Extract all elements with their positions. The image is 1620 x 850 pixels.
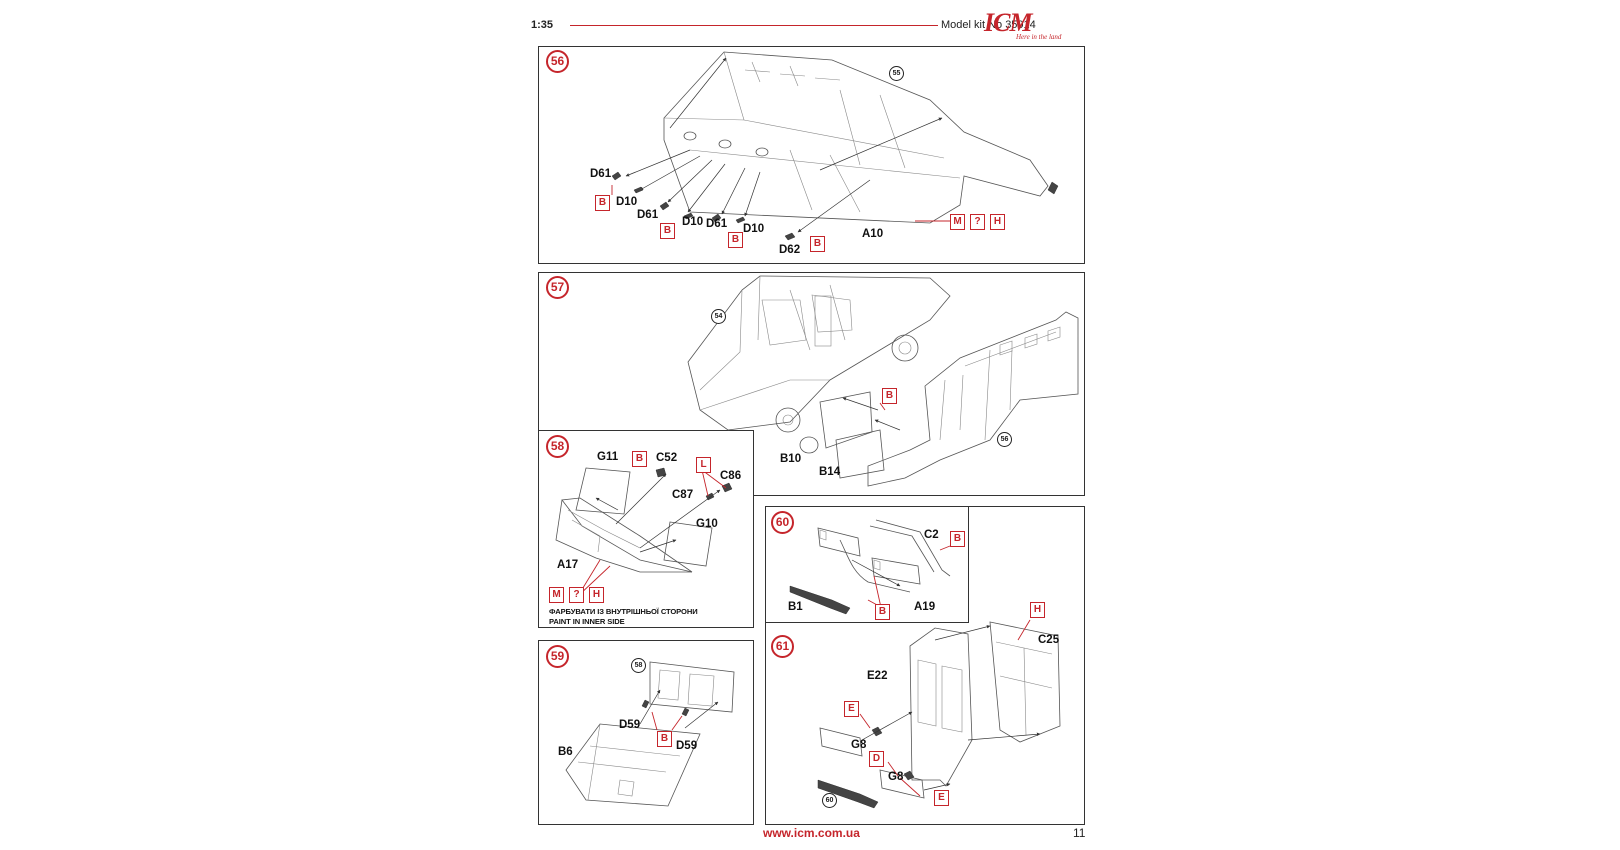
paint-note-english: PAINT IN INNER SIDE	[549, 617, 625, 626]
color-code-h: H	[589, 587, 604, 603]
part-label-c87: C87	[672, 489, 694, 501]
part-label-b6: B6	[558, 746, 573, 758]
part-label-b14: B14	[819, 466, 841, 478]
part-label-c25: C25	[1038, 634, 1060, 646]
hull-interior-assembly	[687, 275, 951, 433]
step-56-small-parts	[611, 171, 796, 241]
color-code-b: B	[950, 531, 965, 547]
part-label-e22: E22	[867, 670, 888, 682]
color-code-m: M	[950, 214, 965, 230]
step-57-arrows	[842, 397, 901, 431]
step-number-56: 56	[546, 50, 569, 73]
step-56-arrows	[611, 57, 950, 233]
step-number-58: 58	[546, 435, 569, 458]
cab-front-assembly	[555, 467, 733, 573]
color-code-b: B	[595, 195, 610, 211]
logo-tagline: Here in the land	[1016, 33, 1062, 41]
color-code-b: B	[882, 388, 897, 404]
icm-logo: ICM Here in the land	[978, 6, 1084, 44]
panel-step-60	[765, 506, 969, 623]
part-label-a17: A17	[557, 559, 579, 571]
part-label-g8: G8	[851, 739, 867, 751]
panels-b10-b14	[799, 391, 885, 479]
ref-circle-56: 56	[997, 432, 1012, 447]
color-code-question: ?	[970, 214, 985, 230]
ref-circle-54: 54	[711, 309, 726, 324]
color-code-h: H	[1030, 602, 1045, 618]
color-code-b: B	[657, 731, 672, 747]
step-58-arrows	[577, 469, 727, 597]
step-number-59: 59	[546, 645, 569, 668]
header-rule	[570, 25, 938, 26]
cab-floor-b6	[565, 661, 735, 807]
part-label-d59: D59	[676, 740, 698, 752]
part-label-d10: D10	[616, 196, 638, 208]
color-code-b: B	[632, 451, 647, 467]
step-number-61: 61	[771, 635, 794, 658]
model-kit-number: Model kit No 35014	[941, 19, 1036, 31]
part-label-d61: D61	[590, 168, 612, 180]
part-label-d10: D10	[743, 223, 765, 235]
color-code-l: L	[696, 457, 711, 473]
part-label-c52: C52	[656, 452, 678, 464]
color-code-h: H	[990, 214, 1005, 230]
part-label-a10: A10	[862, 228, 884, 240]
part-label-g11: G11	[597, 451, 619, 463]
part-label-c86: C86	[720, 470, 742, 482]
step-61-arrows	[859, 619, 1041, 797]
part-label-d61: D61	[637, 209, 659, 221]
logo-wordmark: ICM	[984, 8, 1033, 37]
footer-website-link[interactable]: www.icm.com.ua	[763, 826, 860, 840]
paint-note-ukrainian: ФАРБУВАТИ ІЗ ВНУТРІШНЬОЇ СТОРОНИ	[549, 607, 698, 616]
part-label-b1: B1	[788, 601, 803, 613]
part-label-c2: C2	[924, 529, 939, 541]
hull-side-panel-56	[867, 311, 1079, 487]
color-code-b: B	[810, 236, 825, 252]
color-code-e: E	[934, 790, 949, 806]
ref-circle-58: 58	[631, 658, 646, 673]
color-code-question: ?	[569, 587, 584, 603]
hull-side-panel-a10	[663, 51, 1059, 224]
ref-circle-55: 55	[889, 66, 904, 81]
ref-circle-60: 60	[822, 793, 837, 808]
color-code-e: E	[844, 701, 859, 717]
scale-label: 1:35	[531, 19, 554, 31]
part-label-g10: G10	[696, 518, 718, 530]
part-label-d61: D61	[706, 218, 728, 230]
part-label-b10: B10	[780, 453, 802, 465]
part-label-d62: D62	[779, 244, 801, 256]
panel-step-59	[538, 640, 754, 825]
color-code-b: B	[660, 223, 675, 239]
part-label-g8: G8	[888, 771, 904, 783]
part-label-a19: A19	[914, 601, 936, 613]
color-code-b: B	[728, 232, 743, 248]
color-code-m: M	[549, 587, 564, 603]
color-code-b: B	[875, 604, 890, 620]
bumper-subassembly	[789, 519, 951, 615]
part-label-d59: D59	[619, 719, 641, 731]
step-number-60: 60	[771, 511, 794, 534]
step-60-arrows	[851, 545, 951, 613]
part-label-d10: D10	[682, 216, 704, 228]
step-59-arrows	[639, 689, 719, 731]
color-code-d: D	[869, 751, 884, 767]
step-number-57: 57	[546, 276, 569, 299]
page-number: 11	[1073, 826, 1086, 840]
